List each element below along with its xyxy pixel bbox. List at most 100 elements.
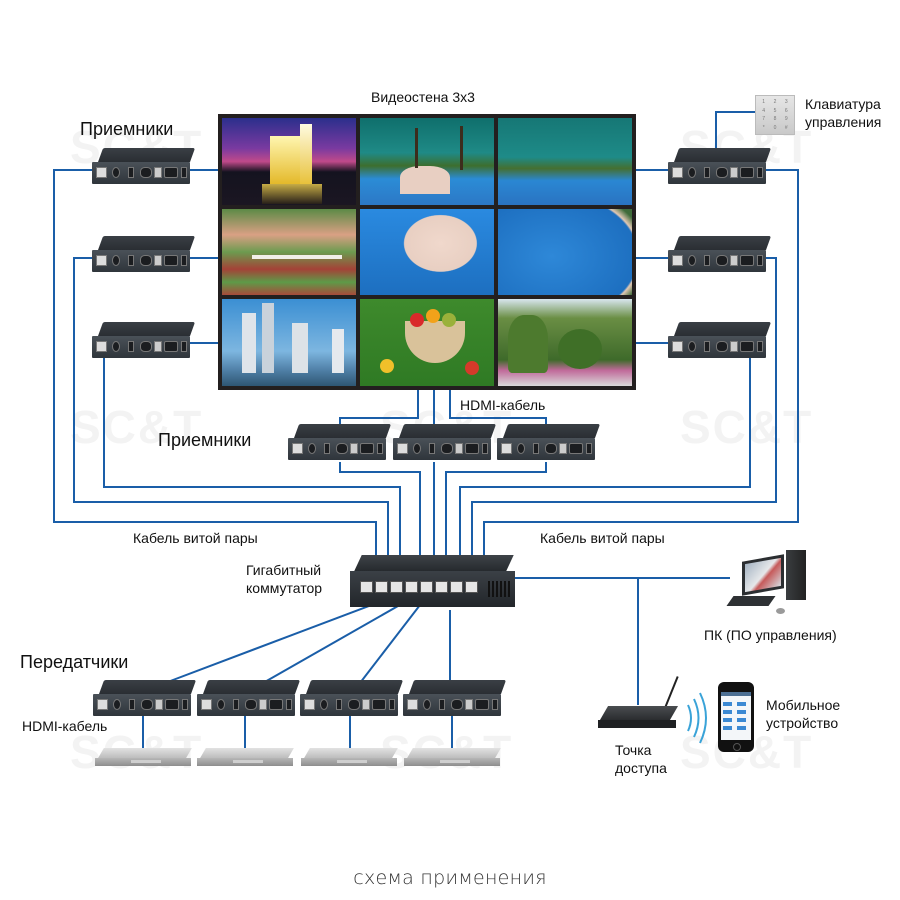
access-point-label-line2: доступа <box>615 760 667 776</box>
wall-tile-pool-water <box>498 118 632 205</box>
port-icon <box>141 699 153 710</box>
port-icon <box>545 443 557 454</box>
port-icon <box>439 699 445 710</box>
twisted-pair-wire <box>73 257 389 560</box>
receiver-middle <box>497 424 601 466</box>
mobile-label-line2: устройство <box>766 715 839 731</box>
wall-tile-night-building <box>222 118 356 205</box>
port-icon <box>672 167 683 178</box>
port-icon <box>182 699 188 710</box>
port-icon <box>164 167 178 178</box>
wall-tile-hurdles-runners <box>222 208 356 296</box>
port-icon <box>128 167 134 178</box>
port-icon <box>501 443 512 454</box>
wifi-waves-icon <box>687 692 707 744</box>
keypad-key: 1 <box>762 99 766 105</box>
twisted-pair-wire <box>459 355 751 560</box>
port-icon <box>154 255 162 266</box>
twisted-pair-label-left: Кабель витой пары <box>133 530 258 546</box>
keypad-key: 3 <box>784 99 788 105</box>
twisted-pair-wire <box>339 462 421 560</box>
port-icon <box>113 699 121 710</box>
port-icon <box>451 699 463 710</box>
port-icon <box>688 255 696 266</box>
hdmi-cable-label-bottom: HDMI-кабель <box>22 718 108 734</box>
port-icon <box>533 443 539 454</box>
receiver-right <box>668 148 772 190</box>
port-icon <box>455 443 463 454</box>
port-icon <box>688 341 696 352</box>
receiver-middle <box>393 424 497 466</box>
mobile-device <box>718 682 754 752</box>
keypad-key: 4 <box>762 107 766 114</box>
port-icon <box>465 443 479 454</box>
port-icon <box>259 699 267 710</box>
wall-tile-topiary-garden <box>498 299 632 386</box>
port-icon <box>586 443 592 454</box>
vent-slot <box>508 581 510 597</box>
port-icon <box>413 443 421 454</box>
transmitter <box>93 680 197 722</box>
port-icon <box>757 255 763 266</box>
receiver-left <box>92 236 196 278</box>
port-icon <box>155 699 163 710</box>
keypad-key: 2 <box>773 99 777 105</box>
port-icon <box>730 255 738 266</box>
hdmi-cable-label-top: HDMI-кабель <box>460 397 546 413</box>
wall-tile-pool-curve <box>498 208 632 296</box>
receiver-left <box>92 322 196 364</box>
port-icon <box>245 699 257 710</box>
port-icon <box>154 167 162 178</box>
keypad-label-line2: управления <box>805 114 882 130</box>
video-wall <box>218 114 636 390</box>
port-icon <box>97 699 108 710</box>
port-icon <box>688 167 696 178</box>
receivers-label-middle: Приемники <box>158 430 252 450</box>
keypad-key: 5 <box>773 107 777 114</box>
access-point-router <box>598 676 679 734</box>
port-icon <box>164 255 178 266</box>
keypad-key: 7 <box>762 116 766 122</box>
port-icon <box>233 699 239 710</box>
twisted-pair-wire <box>445 462 547 560</box>
twisted-pair-label-right: Кабель витой пары <box>540 530 665 546</box>
video-wall-label: Видеостена 3x3 <box>371 89 475 105</box>
pc-label: ПК (ПО управления) <box>704 627 837 643</box>
port-icon <box>429 443 435 454</box>
control-pc <box>726 550 810 620</box>
port-icon <box>140 167 152 178</box>
wall-tile-city-skyline <box>222 299 356 386</box>
watermark: SC&T <box>70 401 204 453</box>
diagram-caption: схема применения <box>353 867 547 889</box>
port-icon <box>181 341 187 352</box>
pc-keyboard <box>726 596 776 606</box>
port-icon <box>465 699 473 710</box>
transmitters-label: Передатчики <box>20 652 129 672</box>
port-icon <box>757 341 763 352</box>
port-icon <box>181 255 187 266</box>
port-icon <box>704 255 710 266</box>
vent-slot <box>488 581 490 597</box>
switch-label-line2: коммутатор <box>246 580 323 596</box>
port-icon <box>129 699 135 710</box>
port-icon <box>348 699 360 710</box>
port-icon <box>140 341 152 352</box>
ethernet-port-icon <box>435 581 448 593</box>
port-icon <box>96 167 107 178</box>
pc-tower <box>786 550 806 600</box>
port-icon <box>96 255 107 266</box>
port-icon <box>672 255 683 266</box>
port-icon <box>441 443 453 454</box>
ethernet-port-icon <box>375 581 388 593</box>
receiver-right <box>668 236 772 278</box>
hdmi-source-player <box>95 748 192 772</box>
port-icon <box>217 699 225 710</box>
port-icon <box>128 341 134 352</box>
twisted-pair-wire <box>262 601 406 684</box>
hdmi-source-player <box>301 748 398 772</box>
port-icon <box>112 341 120 352</box>
twisted-pair-wire <box>53 169 377 560</box>
port-icon <box>181 167 187 178</box>
port-icon <box>423 699 431 710</box>
